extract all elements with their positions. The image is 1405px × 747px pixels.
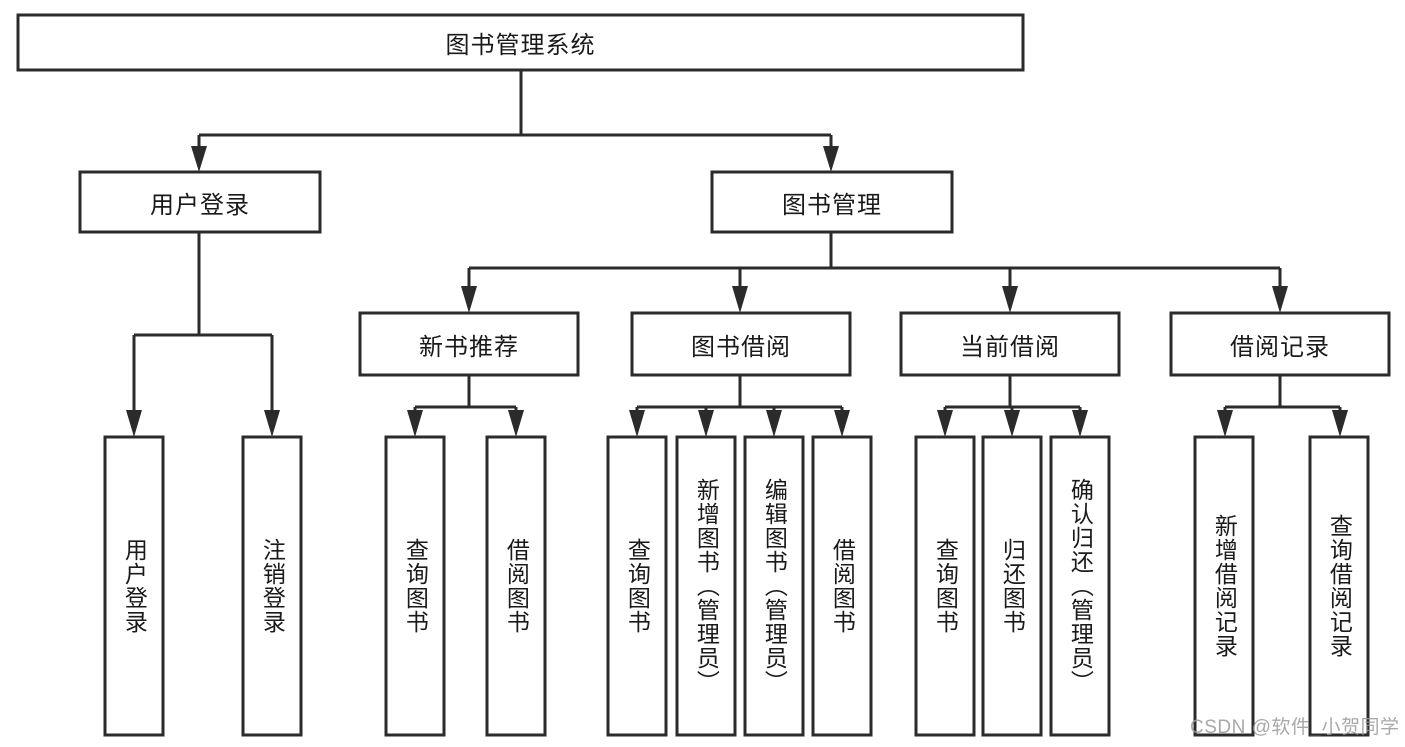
node-box-leaf-bb-add-book[interactable] xyxy=(675,435,737,737)
arrow-head-book-manage xyxy=(823,146,839,172)
arrow-head-leaf-cb-3 xyxy=(1072,410,1088,437)
arrow-head-new-book-recommend xyxy=(461,286,477,313)
arrow-head-leaf-nbr-1 xyxy=(407,410,423,437)
node-box-book-manage[interactable] xyxy=(710,170,954,234)
label-book-manage: 图书管理 xyxy=(782,191,882,219)
arrow-head-user-login xyxy=(191,146,207,172)
label-current-borrow: 当前借阅 xyxy=(960,333,1060,361)
label-book-borrow: 图书借阅 xyxy=(691,333,791,361)
node-box-root[interactable] xyxy=(16,13,1025,72)
arrow-head-leaf-cb-2 xyxy=(1004,410,1020,437)
arrow-head-leaf-br-2 xyxy=(1332,410,1348,437)
node-box-leaf-cb-confirm-return[interactable] xyxy=(1049,435,1111,737)
label-root: 图书管理系统 xyxy=(445,32,596,59)
node-box-leaf-bb-query-book[interactable] xyxy=(606,435,668,737)
node-box-leaf-user-logout[interactable] xyxy=(241,435,303,737)
node-box-user-login[interactable] xyxy=(78,170,322,234)
arrow-head-leaf-bb-4 xyxy=(834,410,850,437)
node-box-leaf-user-login[interactable] xyxy=(103,435,165,737)
node-box-leaf-nbr-borrow-book[interactable] xyxy=(485,435,547,737)
arrow-head-borrow-record xyxy=(1272,286,1288,313)
node-box-book-borrow[interactable] xyxy=(630,311,852,377)
node-box-leaf-bb-borrow-book[interactable] xyxy=(811,435,873,737)
node-box-leaf-bb-edit-book[interactable] xyxy=(743,435,805,737)
node-box-leaf-br-add-record[interactable] xyxy=(1193,435,1255,737)
arrow-head-leaf-nbr-2 xyxy=(508,410,524,437)
arrow-head-leaf-user-login-2 xyxy=(264,410,280,437)
arrow-head-leaf-bb-1 xyxy=(629,410,645,437)
arrow-head-leaf-bb-3 xyxy=(766,410,782,437)
arrow-head-leaf-user-login-1 xyxy=(126,410,142,437)
arrow-head-current-borrow xyxy=(1002,286,1018,313)
node-box-leaf-nbr-query-book[interactable] xyxy=(384,435,446,737)
node-box-leaf-br-query-record[interactable] xyxy=(1308,435,1370,737)
label-user-login: 用户登录 xyxy=(150,191,250,219)
label-new-book-recommend: 新书推荐 xyxy=(419,333,519,361)
arrow-head-book-borrow xyxy=(732,286,748,313)
arrow-head-leaf-br-1 xyxy=(1217,410,1233,437)
node-box-leaf-cb-query-book[interactable] xyxy=(914,435,976,737)
label-borrow-record: 借阅记录 xyxy=(1230,333,1330,361)
arrow-head-leaf-bb-2 xyxy=(698,410,714,437)
node-box-leaf-cb-return-book[interactable] xyxy=(981,435,1043,737)
node-box-new-book-recommend[interactable] xyxy=(358,311,580,377)
node-box-current-borrow[interactable] xyxy=(899,311,1121,377)
arrow-head-leaf-cb-1 xyxy=(937,410,953,437)
